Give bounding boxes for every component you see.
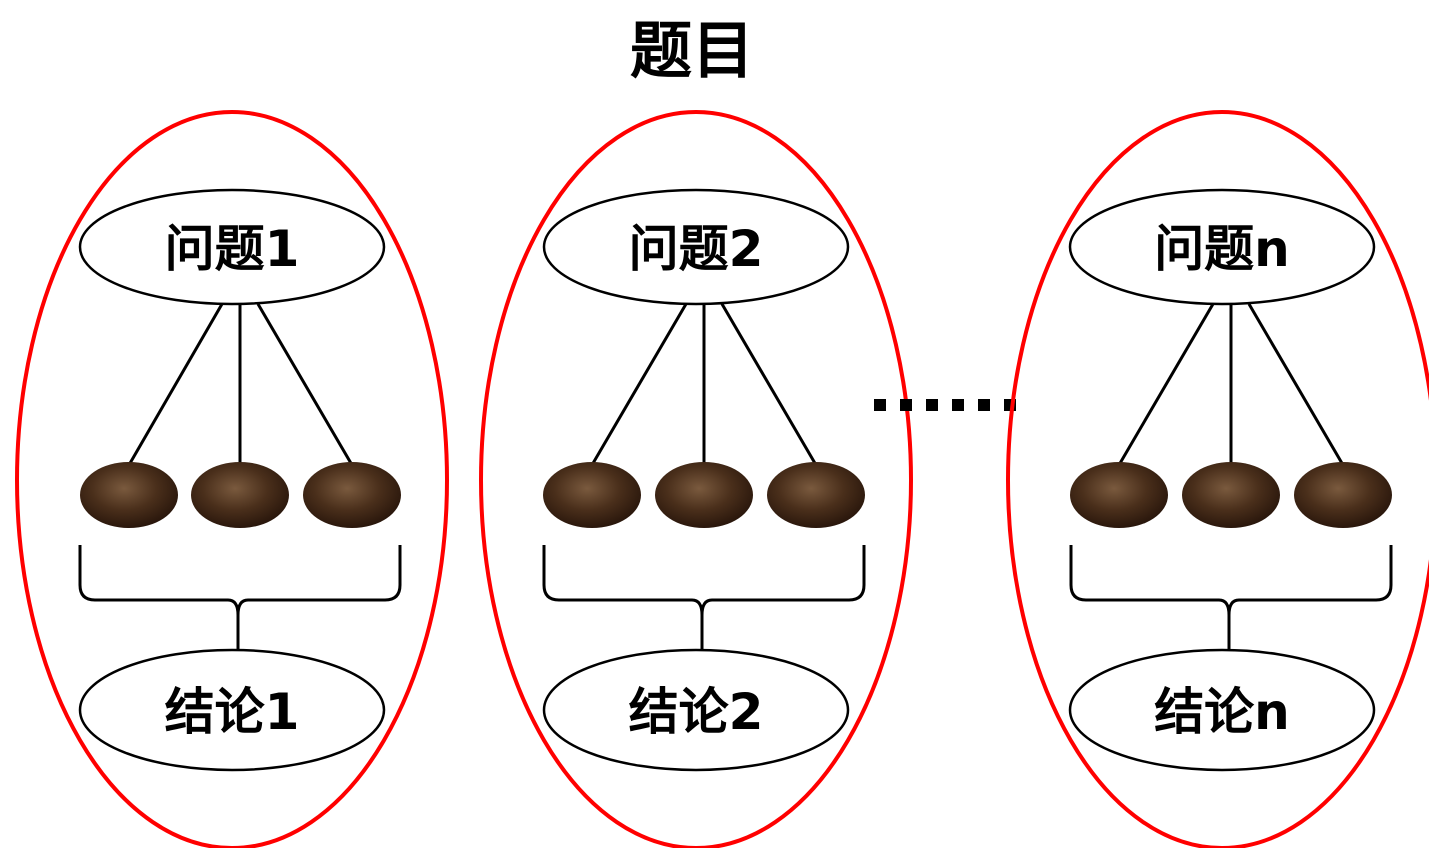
connector-line (590, 303, 688, 466)
question-label: 问题2 (629, 220, 764, 278)
connector-line (256, 303, 354, 466)
seed-icon (767, 462, 865, 528)
seed-icon (191, 462, 289, 528)
conclusion-node (1068, 648, 1376, 772)
question-node (542, 188, 850, 306)
connector-line (1117, 303, 1215, 466)
connector-line (720, 303, 818, 466)
group-boundary (479, 110, 913, 848)
group-boundary (15, 110, 449, 848)
conclusion-label: 结论2 (629, 683, 764, 741)
seed-icon (543, 462, 641, 528)
connector-line (127, 303, 224, 466)
seed-icon (1070, 462, 1168, 528)
question-node (78, 188, 386, 306)
conclusion-label: 结论n (1154, 683, 1290, 741)
seed-icon (655, 462, 753, 528)
seed-icon (1294, 462, 1392, 528)
question-label: 问题n (1154, 220, 1290, 278)
question-node (1068, 188, 1376, 306)
group-boundary (1006, 110, 1429, 848)
conclusion-node (78, 648, 386, 772)
group-n: 问题n 结论n (1006, 110, 1429, 848)
group-1: 问题1 结论1 (15, 110, 449, 848)
group-2: 问题2 结论2 (479, 110, 913, 848)
summary-brace (78, 545, 402, 652)
question-label: 问题1 (165, 220, 300, 278)
conclusion-node (542, 648, 850, 772)
summary-brace (542, 545, 866, 652)
diagram-title: 题目 (630, 14, 754, 87)
connector-line (1247, 303, 1345, 466)
seed-icon (80, 462, 178, 528)
seed-icon (303, 462, 401, 528)
summary-brace (1069, 545, 1393, 652)
conclusion-label: 结论1 (165, 683, 300, 741)
seed-icon (1182, 462, 1280, 528)
ellipsis-dots (874, 399, 1016, 411)
